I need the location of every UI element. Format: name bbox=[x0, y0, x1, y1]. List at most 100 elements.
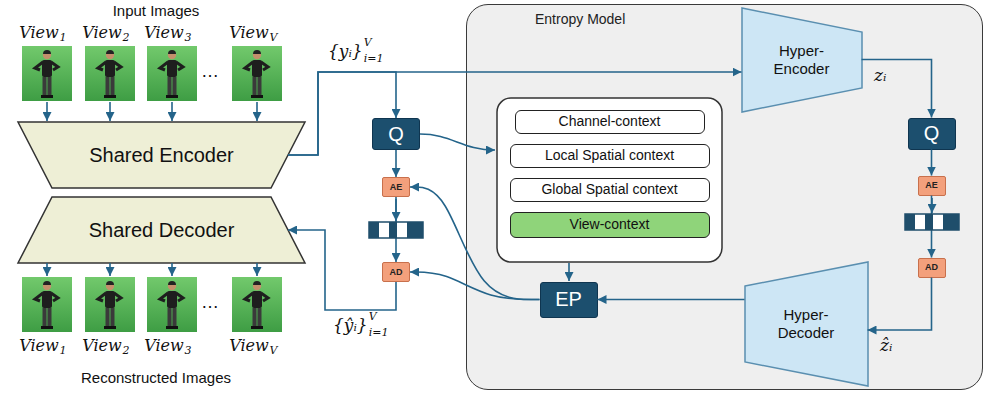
data-flow-arrow bbox=[395, 150, 397, 177]
math-superscript: V bbox=[364, 37, 372, 49]
reconstructed-images bbox=[22, 277, 282, 332]
node-label: EP bbox=[555, 288, 582, 311]
node-label: Shared Encoder bbox=[89, 144, 234, 167]
context-arrow bbox=[568, 263, 570, 281]
photo-background bbox=[85, 46, 135, 101]
photo-background bbox=[147, 46, 197, 101]
data-flow-arrow bbox=[410, 272, 540, 300]
ellipsis: … bbox=[201, 293, 219, 313]
decoder-box: AD bbox=[382, 262, 410, 282]
photo-background bbox=[22, 277, 72, 332]
image-arrow bbox=[46, 102, 48, 121]
ellipsis: … bbox=[201, 62, 219, 82]
quantizer-box: Q bbox=[908, 118, 956, 150]
view-subscript: 3 bbox=[185, 32, 192, 44]
node-label: AE bbox=[390, 182, 403, 192]
photo-background bbox=[147, 277, 197, 332]
view-label: View bbox=[229, 24, 269, 42]
node-label: View-context bbox=[570, 216, 650, 232]
math-symbol: ẑᵢ bbox=[880, 336, 892, 355]
math-subscript: i=1 bbox=[364, 53, 384, 65]
view-subscript: 2 bbox=[123, 345, 130, 357]
context-box: Local Spatial context bbox=[510, 144, 710, 168]
view-label: View bbox=[144, 24, 184, 42]
image-arrow bbox=[109, 102, 111, 121]
node-label: AE bbox=[925, 180, 938, 190]
bitstream-frame bbox=[905, 214, 959, 230]
context-box: View-context bbox=[510, 212, 710, 238]
view-label: View bbox=[19, 24, 59, 42]
bitstream-frame bbox=[369, 222, 423, 238]
photo-background bbox=[22, 46, 72, 101]
person-figure bbox=[245, 50, 268, 98]
section-caption: Input Images bbox=[113, 3, 200, 20]
image-arrow bbox=[46, 263, 48, 276]
node-label: Hyper- Encoder bbox=[766, 42, 838, 77]
node-label: Entropy Model bbox=[535, 11, 625, 27]
image-arrow bbox=[171, 263, 173, 276]
input-images bbox=[22, 46, 282, 101]
bitstream-cell bbox=[905, 214, 915, 230]
photo-background bbox=[232, 277, 282, 332]
hyper-decoder-trapezoid: Hyper- Decoder bbox=[745, 262, 868, 386]
data-flow-arrow bbox=[288, 230, 396, 310]
person-figure bbox=[98, 281, 121, 329]
image-arrows bbox=[47, 102, 257, 276]
bitstream-arrow bbox=[395, 199, 397, 221]
data-flow-arrow bbox=[598, 299, 745, 301]
bitstream-cell bbox=[389, 222, 397, 238]
decoder-box: AD bbox=[918, 258, 946, 278]
data-flow-arrow bbox=[868, 278, 932, 331]
section-caption: Reconstructed Images bbox=[81, 370, 231, 387]
bitstream bbox=[905, 214, 959, 230]
person-figure bbox=[160, 50, 183, 98]
encoder-box: AE bbox=[382, 177, 410, 197]
math-subscript: i=1 bbox=[369, 327, 389, 339]
hyper-encoder-trapezoid: Hyper- Encoder bbox=[742, 8, 862, 112]
view-label: View bbox=[144, 337, 184, 355]
bitstream-cell bbox=[925, 214, 933, 230]
node-label: Q bbox=[388, 123, 404, 146]
node-label: Hyper- Decoder bbox=[770, 306, 842, 341]
math-symbol: {yᵢ} bbox=[328, 42, 363, 61]
context-box: Channel-context bbox=[515, 110, 705, 134]
node-label: AD bbox=[925, 262, 938, 272]
person-figure bbox=[160, 281, 183, 329]
view-subscript: 1 bbox=[60, 32, 67, 44]
image-arrow bbox=[109, 263, 111, 276]
trapezoid-shape bbox=[18, 197, 305, 263]
decoder-trapezoid: Shared Decoder bbox=[18, 197, 305, 263]
trapezoid-shape bbox=[742, 8, 862, 112]
view-label: View bbox=[82, 337, 122, 355]
node-label: Local Spatial context bbox=[545, 147, 674, 163]
estimator-box: EP bbox=[540, 282, 598, 318]
photo-background bbox=[232, 46, 282, 101]
data-flow-arrow bbox=[288, 72, 396, 155]
quantizer-box: Q bbox=[372, 118, 420, 150]
person-figure bbox=[98, 50, 121, 98]
view-subscript: 3 bbox=[185, 345, 192, 357]
view-subscript: 1 bbox=[60, 345, 67, 357]
photo-background bbox=[85, 277, 135, 332]
view-subscript: V bbox=[270, 345, 278, 357]
bitstream-cell bbox=[369, 222, 379, 238]
image-arrow bbox=[256, 102, 258, 121]
context-box: Global Spatial context bbox=[510, 178, 710, 202]
node-label: Shared Decoder bbox=[89, 219, 235, 242]
bitstream-cell bbox=[407, 222, 423, 238]
encoder-trapezoid: Shared Encoder bbox=[18, 122, 305, 188]
person-figure bbox=[35, 281, 58, 329]
context-arrow bbox=[420, 134, 495, 150]
bitstream-cell bbox=[943, 214, 959, 230]
node-label: AD bbox=[390, 267, 403, 277]
image-arrow bbox=[256, 263, 258, 276]
bitstream-arrow bbox=[931, 198, 933, 213]
node-label: Global Spatial context bbox=[541, 181, 677, 197]
context-group bbox=[497, 98, 722, 262]
view-label: View bbox=[82, 24, 122, 42]
data-flow-arrow bbox=[931, 150, 933, 176]
entropy-panel: Entropy ModelHyper- EncoderQ AE AD Channel-… bbox=[466, 4, 983, 390]
view-subscript: V bbox=[270, 32, 278, 44]
math-symbol: {ŷᵢ} bbox=[333, 316, 368, 335]
